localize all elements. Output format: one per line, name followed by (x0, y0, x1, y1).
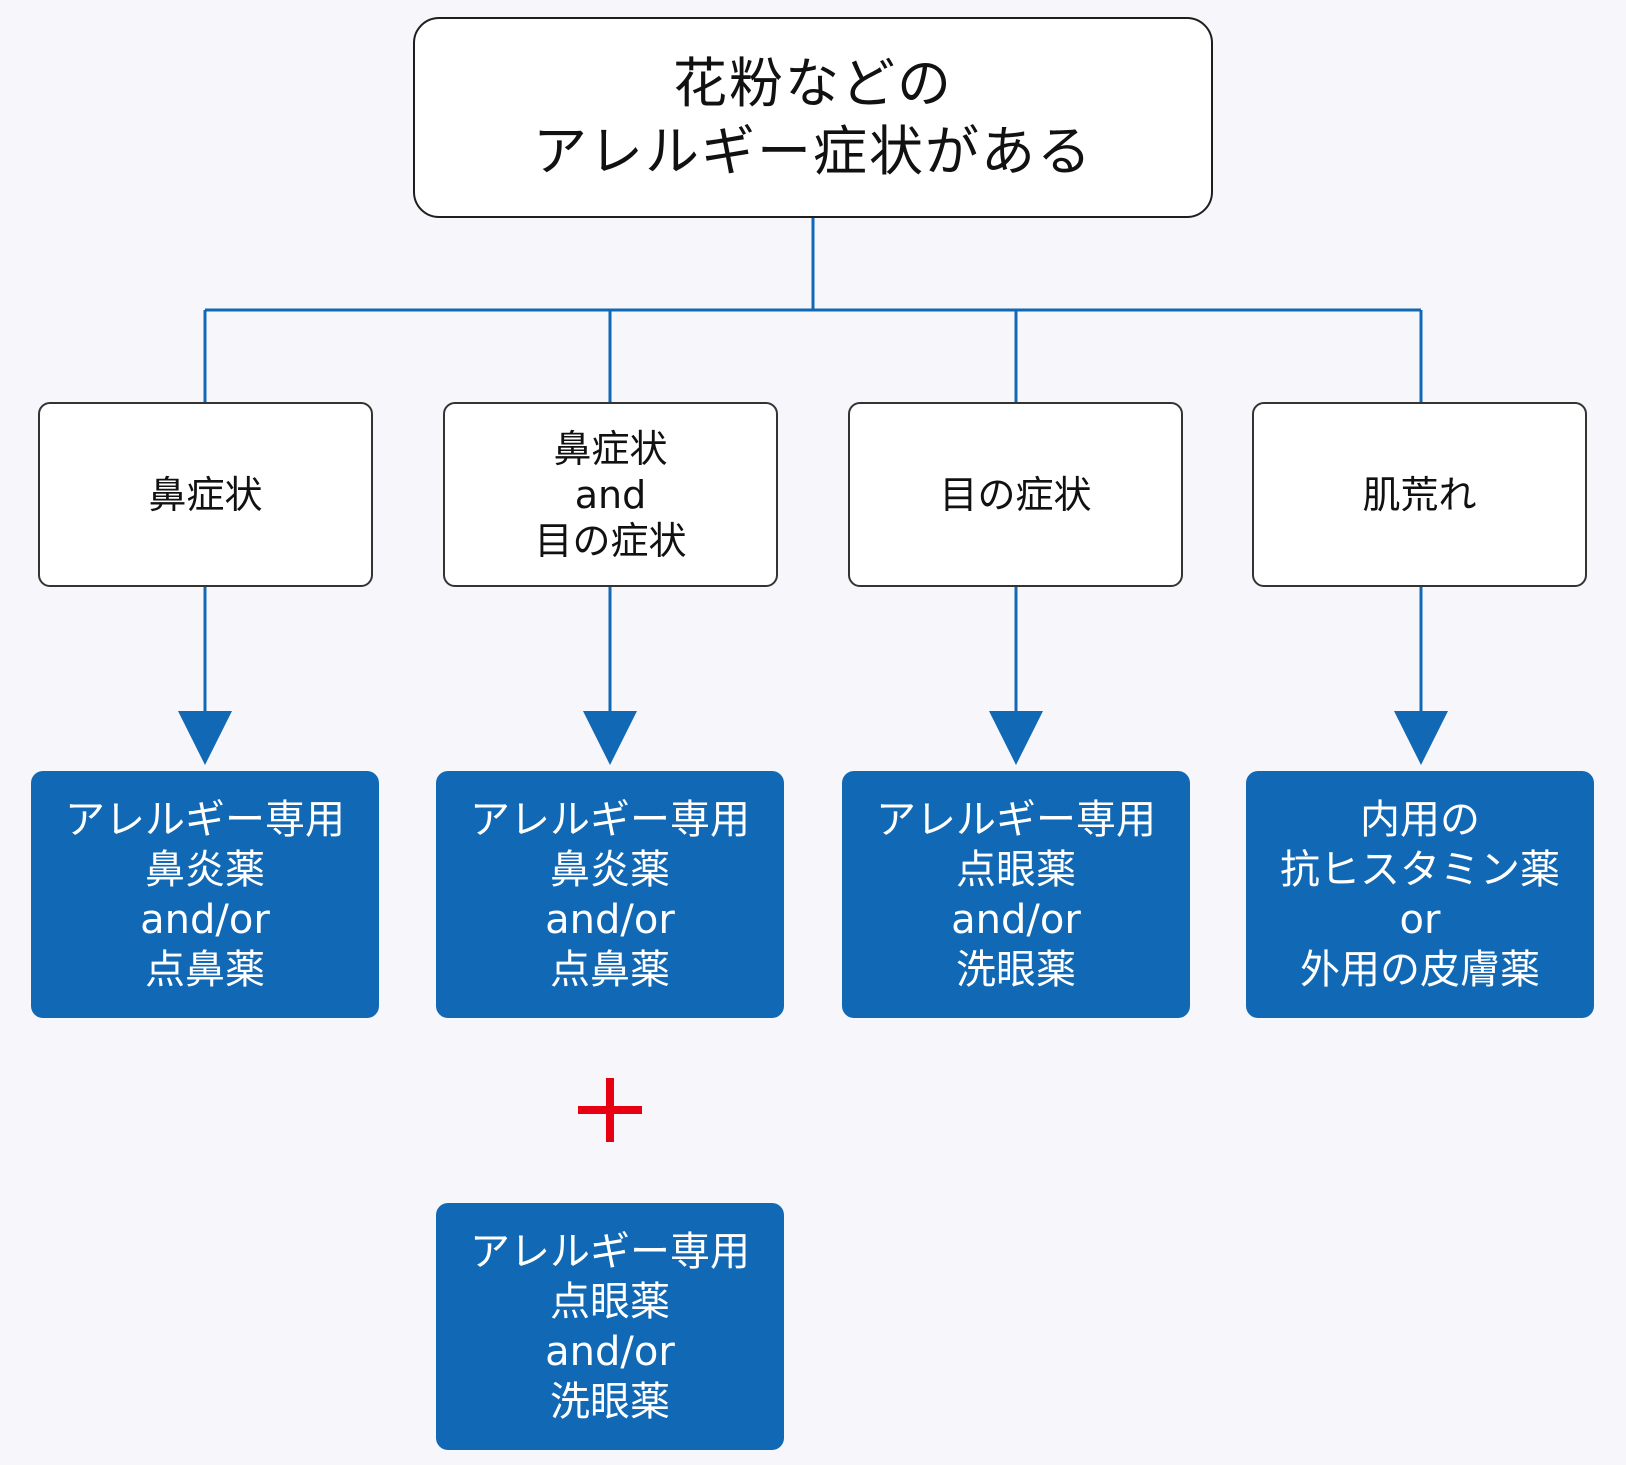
symptom-label: 鼻症状 (553, 426, 668, 471)
symptom-label: and (574, 472, 647, 517)
remedy-line: 点鼻薬 (145, 946, 265, 993)
remedy-line: or (1399, 896, 1441, 943)
remedy-box-skin: 内用の 抗ヒスタミン薬 or 外用の皮膚薬 (1246, 771, 1594, 1018)
remedy-line: アレルギー専用 (470, 796, 750, 843)
root-line-2: アレルギー症状がある (533, 119, 1093, 183)
remedy-line: 鼻炎薬 (145, 846, 265, 893)
remedy-line: 点眼薬 (550, 1278, 670, 1325)
remedy-box-additional-eye: アレルギー専用 点眼薬 and/or 洗眼薬 (436, 1203, 784, 1450)
plus-icon-vertical (606, 1078, 614, 1142)
remedy-line: 内用の (1360, 796, 1480, 843)
symptom-box-nose: 鼻症状 (38, 402, 373, 587)
symptom-label: 目の症状 (939, 472, 1092, 517)
symptom-box-skin: 肌荒れ (1252, 402, 1587, 587)
symptom-label: 鼻症状 (148, 472, 263, 517)
remedy-line: アレルギー専用 (876, 796, 1156, 843)
remedy-line: and/or (140, 896, 270, 943)
remedy-box-eye: アレルギー専用 点眼薬 and/or 洗眼薬 (842, 771, 1190, 1018)
remedy-line: アレルギー専用 (65, 796, 345, 843)
plus-icon (578, 1078, 642, 1142)
remedy-line: アレルギー専用 (470, 1228, 750, 1275)
root-condition-box: 花粉などの アレルギー症状がある (413, 17, 1213, 218)
remedy-box-nose-and-eye: アレルギー専用 鼻炎薬 and/or 点鼻薬 (436, 771, 784, 1018)
remedy-line: 点眼薬 (956, 846, 1076, 893)
arrow-head-1 (178, 711, 232, 765)
symptom-label: 肌荒れ (1362, 472, 1477, 517)
remedy-line: and/or (951, 896, 1081, 943)
remedy-line: and/or (545, 896, 675, 943)
remedy-line: 点鼻薬 (550, 946, 670, 993)
arrow-head-4 (1394, 711, 1448, 765)
remedy-line: 外用の皮膚薬 (1300, 946, 1540, 993)
root-line-1: 花粉などの (673, 51, 953, 115)
remedy-line: 抗ヒスタミン薬 (1280, 846, 1560, 893)
symptom-label: 目の症状 (534, 518, 687, 563)
remedy-line: and/or (545, 1328, 675, 1375)
remedy-box-nose: アレルギー専用 鼻炎薬 and/or 点鼻薬 (31, 771, 379, 1018)
arrow-head-2 (583, 711, 637, 765)
remedy-line: 鼻炎薬 (550, 846, 670, 893)
remedy-line: 洗眼薬 (956, 946, 1076, 993)
arrow-head-3 (989, 711, 1043, 765)
symptom-box-eye: 目の症状 (848, 402, 1183, 587)
remedy-line: 洗眼薬 (550, 1378, 670, 1425)
symptom-box-nose-and-eye: 鼻症状 and 目の症状 (443, 402, 778, 587)
